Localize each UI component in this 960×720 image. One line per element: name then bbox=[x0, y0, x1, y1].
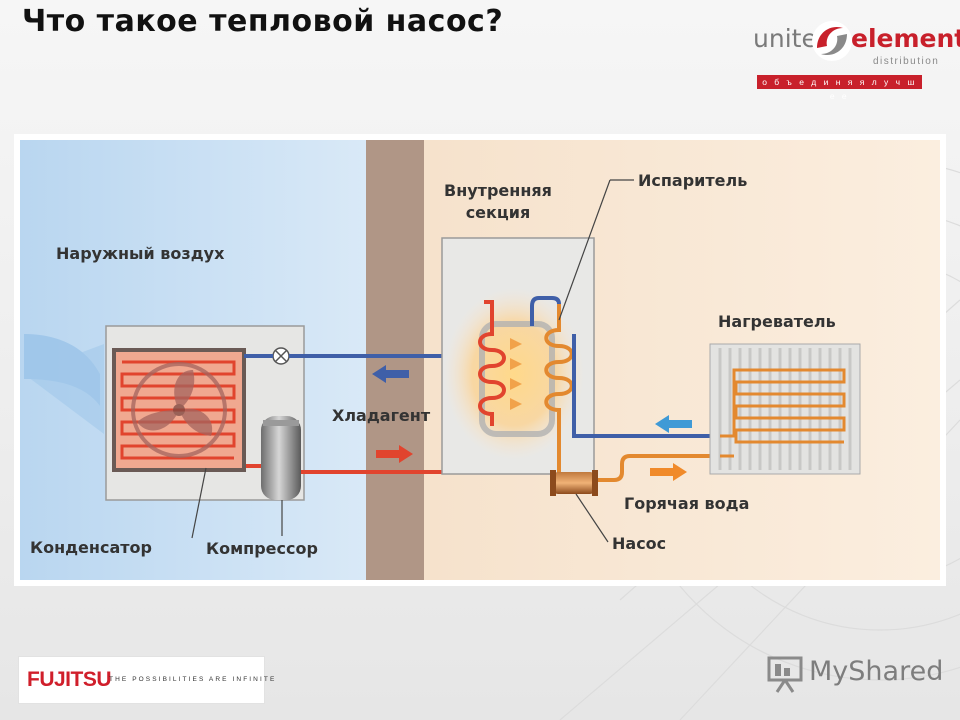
label-evaporator: Испаритель bbox=[638, 171, 748, 190]
label-outdoor-air: Наружный воздух bbox=[56, 244, 225, 263]
logo-word-elements: elements bbox=[851, 24, 960, 53]
label-compressor: Компрессор bbox=[206, 539, 318, 558]
water-arrow-right bbox=[650, 463, 687, 481]
presentation-board-icon bbox=[767, 656, 803, 693]
myshared-watermark: MyShared bbox=[765, 650, 943, 694]
heat-transfer-arrows bbox=[510, 338, 522, 410]
label-heater: Нагреватель bbox=[718, 312, 836, 331]
return-water-line bbox=[572, 334, 720, 438]
pump-icon bbox=[550, 470, 598, 496]
wall bbox=[366, 140, 424, 580]
fujitsu-slogan: THE POSSIBILITIES ARE INFINITE bbox=[109, 676, 277, 683]
refrigerant-arrow-left bbox=[372, 365, 409, 383]
logo-sub: distribution bbox=[873, 56, 940, 67]
expansion-valve-icon bbox=[272, 347, 290, 365]
label-refrigerant: Хладагент bbox=[332, 406, 431, 425]
refrigerant-arrow-right bbox=[376, 445, 413, 463]
label-hot-water: Горячая вода bbox=[624, 494, 750, 513]
heater-icon bbox=[709, 343, 861, 475]
label-condenser: Конденсатор bbox=[30, 538, 152, 557]
outdoor-air-flow-icon bbox=[24, 334, 104, 434]
united-elements-logo: united elements distribution о б ъ е д и… bbox=[745, 18, 960, 101]
fujitsu-brand: FUJITSU bbox=[27, 668, 112, 691]
hot-water-line bbox=[557, 454, 720, 482]
condenser-coil-indoor bbox=[478, 300, 506, 426]
logo-tagline: о б ъ е д и н я я л у ч ш е е bbox=[757, 75, 922, 101]
fan-icon bbox=[131, 362, 227, 458]
label-pump: Насос bbox=[612, 534, 667, 553]
label-indoor-section: Внутренняя секция bbox=[444, 181, 552, 222]
compressor-icon bbox=[261, 416, 301, 500]
slide-title: Что такое тепловой насос? bbox=[22, 4, 504, 39]
myshared-text: MyShared bbox=[809, 656, 944, 687]
heat-pump-diagram: Наружный воздух Внутренняя секция Испари… bbox=[14, 134, 946, 586]
evaporator-coil bbox=[544, 304, 574, 464]
water-arrow-left bbox=[655, 415, 692, 433]
diagram-graphic bbox=[20, 140, 940, 580]
fujitsu-logo: FUJITSU THE POSSIBILITIES ARE INFINITE bbox=[18, 656, 274, 704]
swirl-logo-icon bbox=[812, 21, 852, 61]
